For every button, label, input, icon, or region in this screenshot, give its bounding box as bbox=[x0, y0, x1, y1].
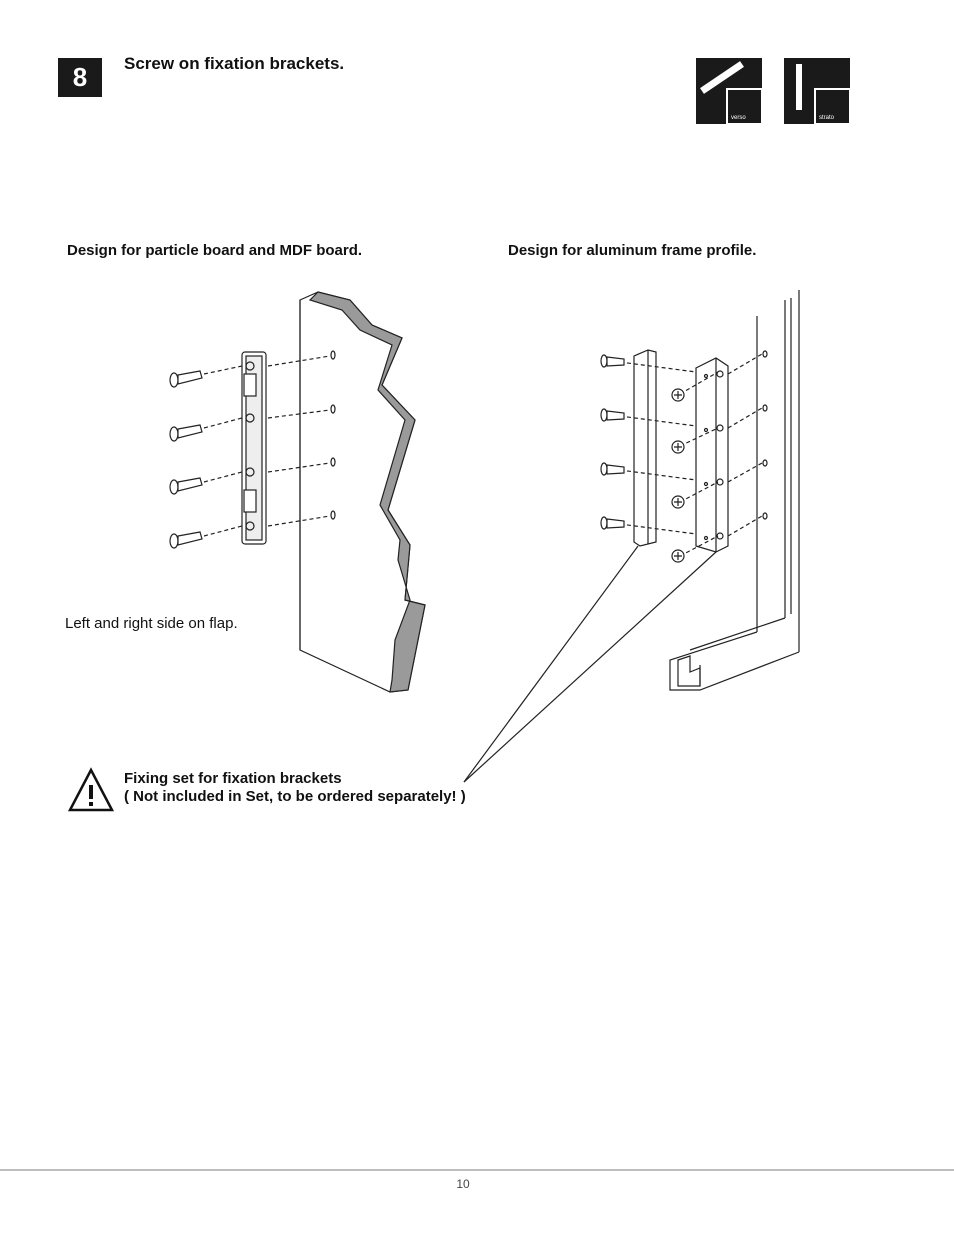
left-dashed-guides bbox=[203, 355, 331, 537]
right-panel-heading: Design for aluminum frame profile. bbox=[508, 242, 757, 259]
verso-logo: verso bbox=[696, 58, 762, 124]
strato-logo: strato bbox=[784, 58, 850, 124]
strato-logo-label: strato bbox=[819, 115, 835, 121]
left-panel-heading: Design for particle board and MDF board. bbox=[67, 242, 363, 259]
right-bracket-drawing bbox=[633, 349, 729, 553]
warning-line-1: Fixing set for fixation brackets bbox=[124, 770, 342, 787]
right-dashed-guides bbox=[619, 353, 763, 557]
small-cross-screws bbox=[671, 388, 685, 563]
left-panel-caption: Left and right side on flap. bbox=[65, 615, 238, 632]
frame-holes bbox=[762, 350, 768, 520]
warning-line-2: ( Not included in Set, to be ordered sep… bbox=[124, 788, 466, 805]
step-number-badge: 8 bbox=[58, 58, 102, 97]
callout-pointer-lines bbox=[463, 545, 717, 783]
step-title: Screw on fixation brackets. bbox=[124, 54, 345, 73]
warning-text: Fixing set for fixation brackets ( Not i… bbox=[124, 770, 466, 806]
warning-triangle-icon bbox=[67, 767, 115, 812]
left-screws bbox=[169, 370, 203, 549]
right-screws bbox=[600, 354, 625, 530]
strato-logo-graphic bbox=[796, 64, 850, 124]
left-bracket-drawing bbox=[241, 351, 267, 545]
mdf-board-drawing bbox=[299, 291, 426, 693]
aluminum-frame-drawing bbox=[669, 290, 800, 691]
verso-logo-label: verso bbox=[731, 115, 746, 121]
page-number: 10 bbox=[456, 1177, 470, 1191]
verso-logo-graphic bbox=[700, 61, 762, 124]
footer-divider bbox=[0, 1169, 954, 1171]
left-board-holes bbox=[330, 350, 336, 520]
